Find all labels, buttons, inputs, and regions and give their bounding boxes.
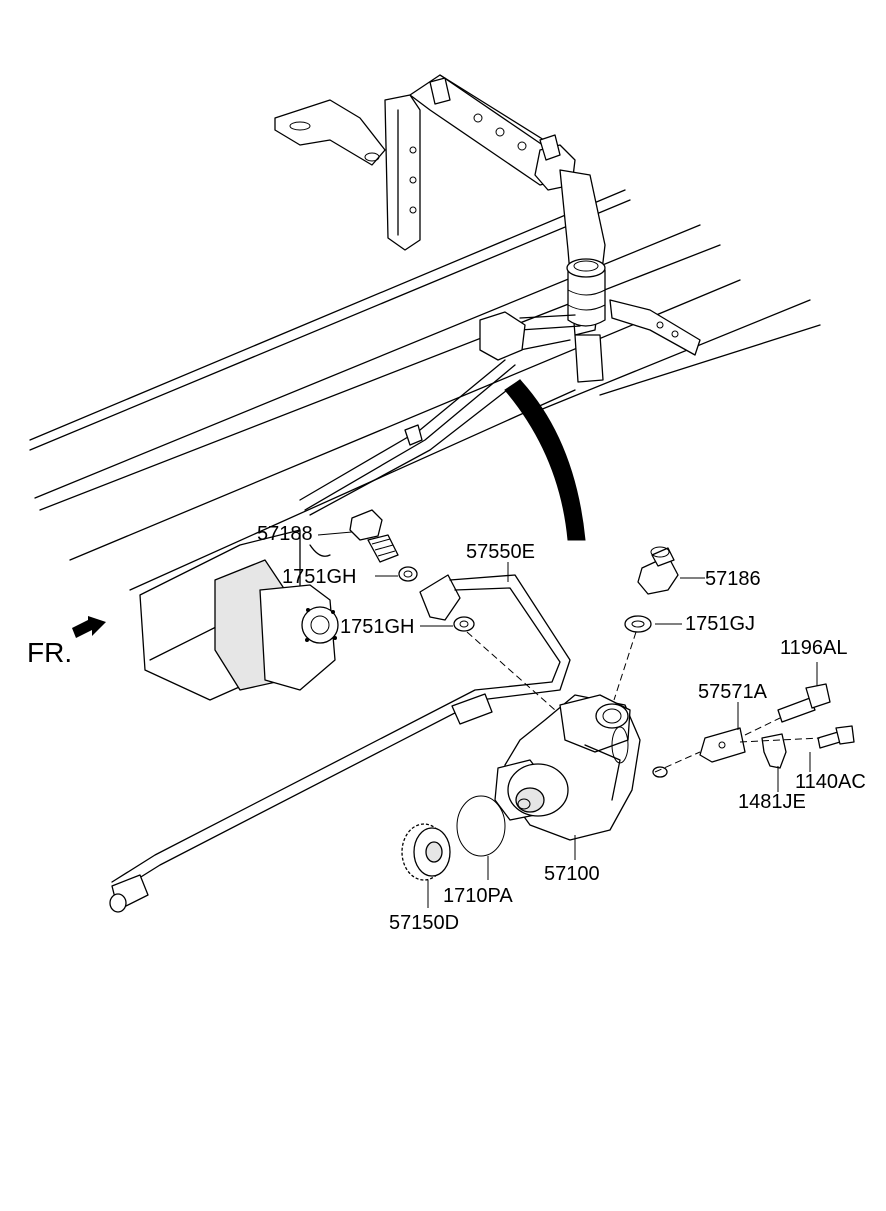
label-57188: 57188: [257, 523, 313, 545]
hose-lines: [299, 311, 581, 516]
small-washer: [652, 766, 668, 778]
assembly-lines: [466, 631, 821, 773]
part-57150D-gear: [401, 823, 451, 881]
part-57100-power-steering-pump: [494, 694, 641, 841]
leader-lines: [317, 531, 818, 908]
part-labels: 57188 1751GH 1751GH 57550E 57186 1751GJ …: [257, 523, 866, 934]
label-57571A: 57571A: [698, 681, 768, 703]
label-1751GH-lower: 1751GH: [340, 616, 415, 638]
label-57150D: 57150D: [389, 912, 459, 934]
cross-member: [274, 74, 606, 336]
washer-1751GH-lower: [453, 616, 475, 632]
washer-1751GJ: [624, 615, 652, 633]
part-57571A-bracket: [699, 727, 746, 763]
part-1481JE-clip: [761, 733, 787, 769]
label-1751GH-upper: 1751GH: [282, 566, 357, 588]
label-57100: 57100: [544, 863, 600, 885]
frame-rails: [29, 189, 821, 591]
label-57550E: 57550E: [466, 541, 535, 563]
part-57186-connector: [637, 546, 679, 595]
label-1140AC: 1140AC: [795, 771, 866, 793]
label-1481JE: 1481JE: [738, 791, 806, 813]
front-direction-indicator: FR.: [27, 616, 106, 668]
label-1196AL: 1196AL: [780, 637, 847, 659]
part-1710PA-o-ring: [456, 795, 506, 857]
part-57550E-pressure-hose: [109, 574, 571, 913]
lower-frame-steering-gear: [139, 529, 339, 701]
part-1140AC-screw: [817, 725, 855, 749]
detail-callout-arrow: [504, 379, 586, 541]
front-arrow-icon: [72, 616, 106, 638]
washer-1751GH-upper: [398, 566, 418, 582]
label-1710PA: 1710PA: [443, 885, 513, 907]
label-1751GJ: 1751GJ: [685, 613, 755, 635]
part-1196AL-bolt: [777, 683, 831, 723]
part-57188-bolt: [349, 509, 399, 563]
reservoir: [566, 258, 701, 383]
front-direction-label: FR.: [27, 637, 72, 668]
label-57186: 57186: [705, 568, 761, 590]
